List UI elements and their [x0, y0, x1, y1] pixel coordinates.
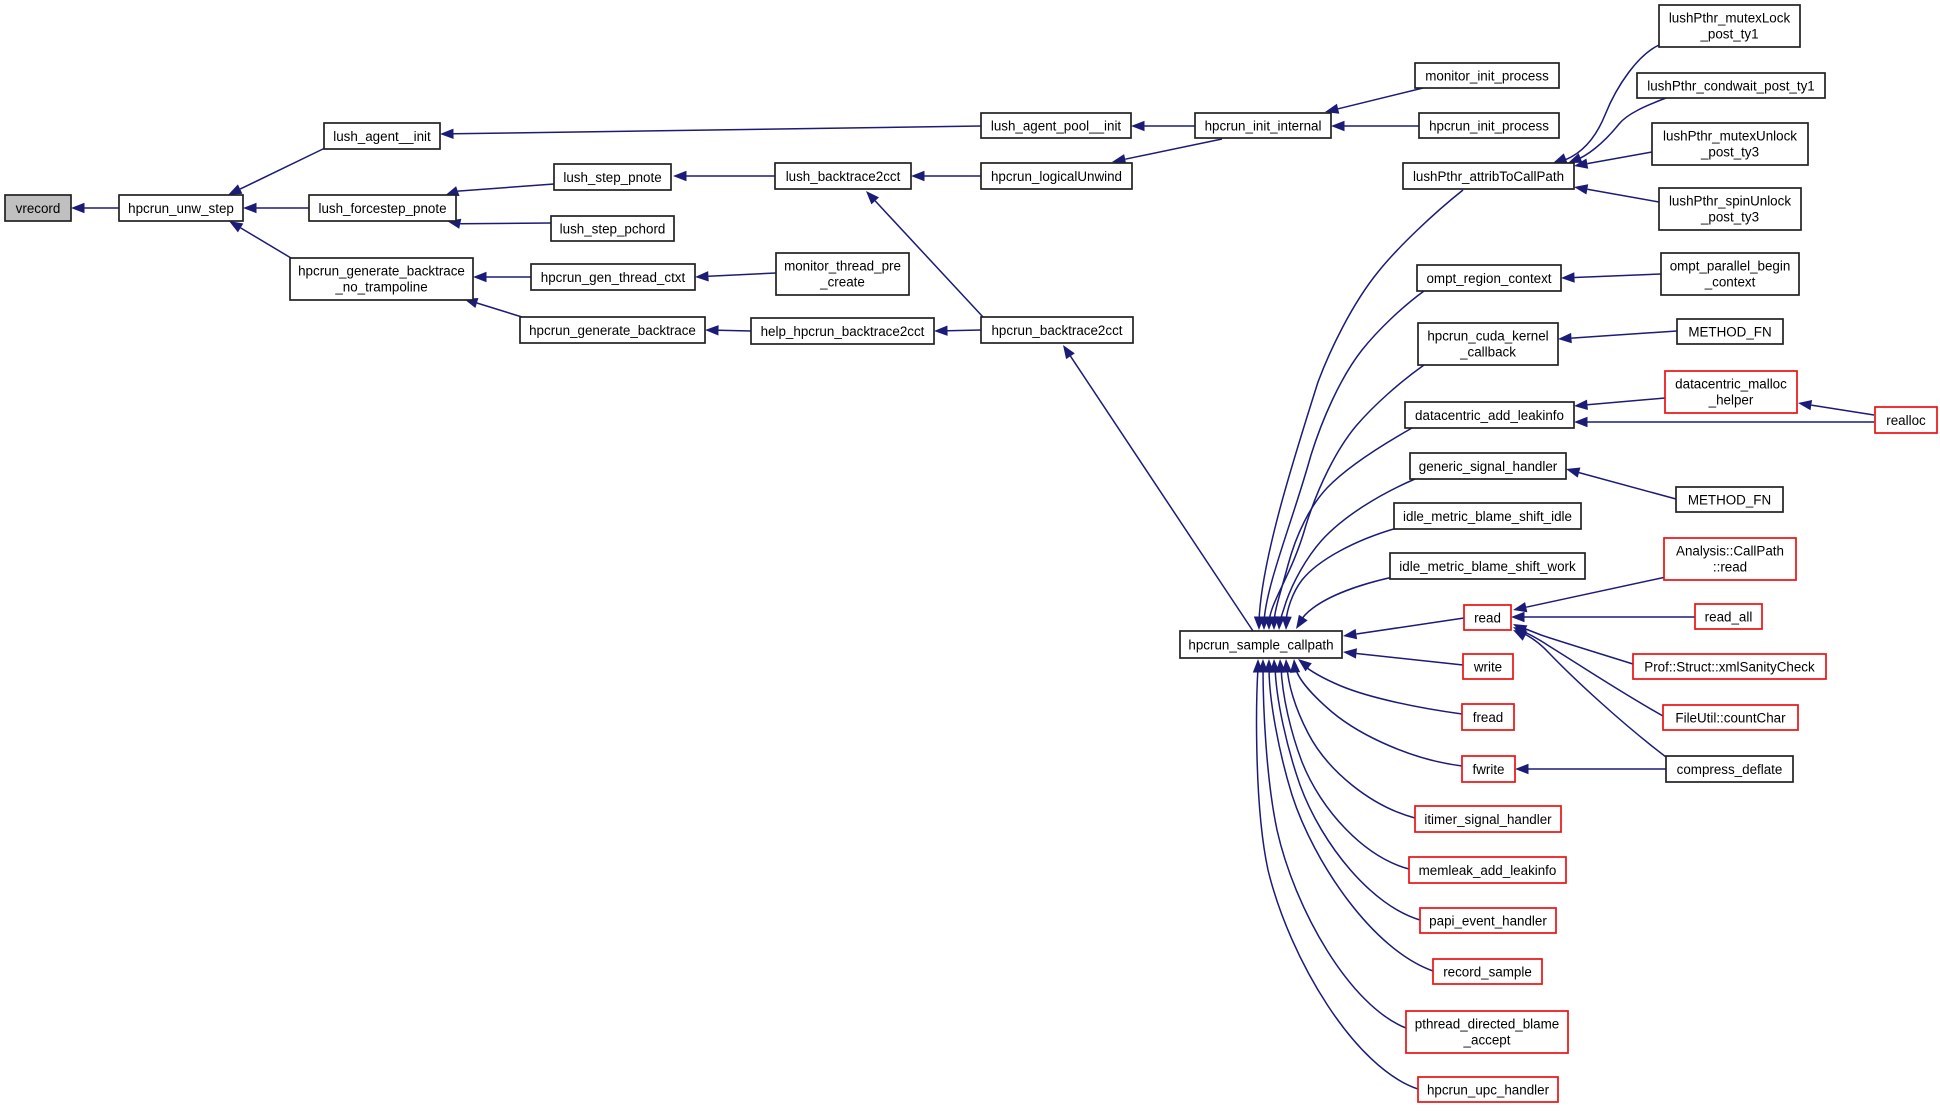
svg-text:METHOD_FN: METHOD_FN [1688, 492, 1771, 507]
svg-text:lush_backtrace2cct: lush_backtrace2cct [786, 169, 901, 184]
svg-text:help_hpcrun_backtrace2cct: help_hpcrun_backtrace2cct [761, 324, 925, 339]
svg-text:fread: fread [1473, 710, 1504, 725]
svg-text:idle_metric_blame_shift_idle: idle_metric_blame_shift_idle [1403, 509, 1572, 524]
svg-text:hpcrun_upc_handler: hpcrun_upc_handler [1427, 1082, 1550, 1097]
svg-text:realloc: realloc [1886, 413, 1926, 428]
svg-text:fwrite: fwrite [1473, 762, 1505, 777]
svg-text:hpcrun_init_process: hpcrun_init_process [1429, 118, 1549, 133]
svg-text:record_sample: record_sample [1443, 964, 1532, 979]
svg-text:hpcrun_generate_backtrace: hpcrun_generate_backtrace [298, 264, 465, 279]
svg-text:generic_signal_handler: generic_signal_handler [1419, 459, 1558, 474]
svg-text:datacentric_add_leakinfo: datacentric_add_leakinfo [1415, 408, 1564, 423]
svg-text:lush_agent__init: lush_agent__init [333, 129, 431, 144]
svg-text:hpcrun_logicalUnwind: hpcrun_logicalUnwind [991, 169, 1122, 184]
svg-text:lushPthr_mutexUnlock: lushPthr_mutexUnlock [1663, 129, 1797, 144]
svg-text:lushPthr_spinUnlock: lushPthr_spinUnlock [1669, 194, 1791, 209]
svg-text:hpcrun_unw_step: hpcrun_unw_step [128, 201, 234, 216]
svg-text:read_all: read_all [1705, 609, 1753, 624]
svg-text:hpcrun_sample_callpath: hpcrun_sample_callpath [1188, 637, 1333, 652]
svg-text:ompt_region_context: ompt_region_context [1426, 271, 1551, 286]
svg-text:pthread_directed_blame: pthread_directed_blame [1415, 1017, 1559, 1032]
svg-text:lush_forcestep_pnote: lush_forcestep_pnote [318, 201, 446, 216]
svg-text:_create: _create [819, 275, 865, 290]
svg-text:FileUtil::countChar: FileUtil::countChar [1675, 710, 1786, 725]
svg-text:monitor_init_process: monitor_init_process [1425, 68, 1549, 83]
svg-text:monitor_thread_pre: monitor_thread_pre [784, 259, 901, 274]
svg-text:papi_event_handler: papi_event_handler [1429, 913, 1547, 928]
svg-text:hpcrun_init_internal: hpcrun_init_internal [1205, 118, 1322, 133]
svg-text:lushPthr_attribToCallPath: lushPthr_attribToCallPath [1413, 169, 1564, 184]
svg-text:write: write [1473, 659, 1502, 674]
svg-text:ompt_parallel_begin: ompt_parallel_begin [1670, 259, 1791, 274]
svg-text:memleak_add_leakinfo: memleak_add_leakinfo [1419, 863, 1557, 878]
svg-text:::read: ::read [1713, 560, 1747, 575]
svg-text:_context: _context [1704, 275, 1756, 290]
svg-text:read: read [1474, 610, 1501, 625]
svg-text:vrecord: vrecord [16, 201, 61, 216]
svg-text:_no_trampoline: _no_trampoline [334, 280, 427, 295]
svg-text:lush_agent_pool__init: lush_agent_pool__init [991, 118, 1122, 133]
svg-text:lushPthr_condwait_post_ty1: lushPthr_condwait_post_ty1 [1647, 78, 1815, 93]
svg-text:hpcrun_generate_backtrace: hpcrun_generate_backtrace [529, 323, 696, 338]
svg-text:METHOD_FN: METHOD_FN [1688, 324, 1771, 339]
svg-text:hpcrun_backtrace2cct: hpcrun_backtrace2cct [991, 323, 1122, 338]
svg-text:Analysis::CallPath: Analysis::CallPath [1676, 544, 1784, 559]
svg-text:hpcrun_cuda_kernel: hpcrun_cuda_kernel [1427, 329, 1548, 344]
svg-text:lush_step_pchord: lush_step_pchord [560, 221, 666, 236]
svg-text:itimer_signal_handler: itimer_signal_handler [1424, 812, 1552, 827]
svg-text:compress_deflate: compress_deflate [1677, 762, 1783, 777]
svg-text:Prof::Struct::xmlSanityCheck: Prof::Struct::xmlSanityCheck [1644, 659, 1815, 674]
svg-text:hpcrun_gen_thread_ctxt: hpcrun_gen_thread_ctxt [541, 270, 686, 285]
svg-text:_post_ty1: _post_ty1 [1699, 27, 1758, 42]
svg-text:datacentric_malloc: datacentric_malloc [1675, 377, 1787, 392]
svg-text:idle_metric_blame_shift_work: idle_metric_blame_shift_work [1399, 559, 1576, 574]
svg-text:lush_step_pnote: lush_step_pnote [563, 170, 661, 185]
svg-text:_post_ty3: _post_ty3 [1700, 145, 1759, 160]
svg-text:_helper: _helper [1708, 393, 1754, 408]
svg-text:lushPthr_mutexLock: lushPthr_mutexLock [1669, 11, 1791, 26]
svg-text:_accept: _accept [1463, 1033, 1511, 1048]
svg-text:_callback: _callback [1459, 345, 1516, 360]
svg-text:_post_ty3: _post_ty3 [1700, 210, 1759, 225]
